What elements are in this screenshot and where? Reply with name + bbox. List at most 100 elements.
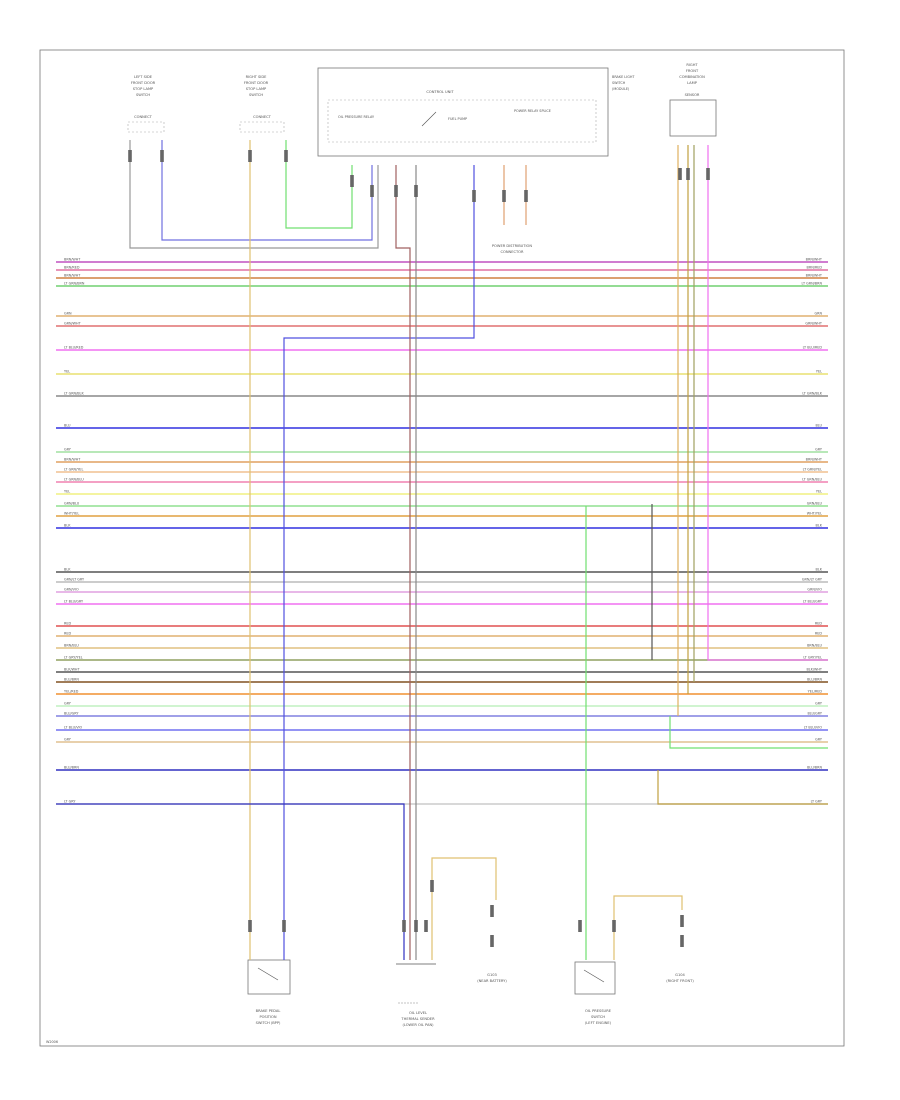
connector-pin [160,150,164,162]
page-mark: W2006 [46,1040,58,1044]
harness-row: GRN/WHT GRN/WHT [56,321,828,327]
wire-label-right: BLU/GRY [807,711,822,715]
wire-label-left: RED [64,621,71,625]
wire-label-left: GRY [64,701,72,705]
connector-pin [706,168,710,180]
ground-2-component: G104 (RIGHT FRONT) [666,973,694,983]
wire-label-left: LT GRN/YEL [64,467,83,471]
oil-pressure-label-2: SWITCH [591,1015,605,1019]
wire-label-left: BLK [64,523,71,527]
rf-door-sub: CONNECT [253,115,271,119]
vertical-wire [129,140,379,249]
wire-label-right: YEL [816,369,822,373]
rf-door-label-3: STOP LAMP [246,87,267,91]
connector-pin [524,190,528,202]
connector-pin [370,185,374,197]
wire-label-right: BRN/WHT [806,457,823,461]
harness-row: GRY GRY [56,701,828,707]
connector-pin [414,185,418,197]
oil-level-sender-component: OIL LEVEL THERMAL SENDER (LOWER OIL PAN) [396,963,436,1027]
harness-row: BLK/WHT BLK/WHT [56,667,828,673]
control-unit-inner [327,99,597,143]
oil-level-label-1: OIL LEVEL [409,1011,427,1015]
harness-row: LT GRN/BLK LT GRN/BLK [56,391,828,397]
oil-pressure-switch-component: OIL PRESSURE SWITCH (LEFT ENGINE) [574,961,616,1025]
wire-label-right: GRY [815,701,823,705]
wire-label-right: BRN/BLU [807,643,822,647]
lf-door-sub: CONNECT [134,115,152,119]
brake-pedal-label-1: BRAKE PEDAL [256,1009,281,1013]
wire-label-right: LT BLU/VIO [804,725,823,729]
wire-label-left: GRN/WHT [64,321,82,325]
rf-door-label-2: FRONT DOOR [244,81,269,85]
connector-pin [248,920,252,932]
r-combo-label-3: COMBINATION [679,75,705,79]
ground-1-label-1: G103 [487,973,497,977]
oil-pressure-outline [574,961,616,995]
brake-pedal-label-2: POSITION [259,1015,276,1019]
r-combo-label-4: LAMP [687,81,698,85]
wire-label-left: BRN/WHT [64,457,81,461]
wire-label-left: BLK [64,567,71,571]
wire-label-left: RED [64,631,71,635]
rf-door-connector [239,121,285,133]
wire-label-left: BRN/WHT [64,273,81,277]
r-combo-label-2: FRONT [686,69,699,73]
lf-door-connector [127,121,165,133]
wire-label-right: YEL/RED [808,689,823,693]
wire-label-right: BRN/WHT [806,273,823,277]
connector-pin [680,935,684,947]
connector-pin [414,920,418,932]
r-combo-label-1: RIGHT [686,63,698,67]
wire-label-left: BRN/WHT [64,257,81,261]
wire-label-right: BRN/WHT [806,257,823,261]
brake-switch-label-1: BRAKE LIGHT [612,75,635,79]
wire-label-left: GRY [64,737,72,741]
connector-pin [248,150,252,162]
connector-pin [430,880,434,892]
wire-label-right: LT GRN/BLU [802,477,822,481]
wire-label-left: GRN/BLU [64,501,80,505]
diagram-frame [39,49,845,1047]
oil-pressure-label-1: OIL PRESSURE [585,1009,612,1013]
wire-label-left: LT GRY/YEL [64,655,83,659]
connector-pins [128,150,710,947]
wire-label-left: LT BLU/VIO [64,725,83,729]
brake-switch-label-3: (MODULE) [612,87,630,91]
brake-pedal-label-3: SWITCH (BPP) [256,1021,281,1025]
wire-label-right: BLK/WHT [806,667,822,671]
wire-label-right: LT BLU/GRY [803,599,823,603]
ground-1-component: G103 (NEAR BATTERY) [477,973,507,983]
wire-label-right: GRN/WHT [805,321,823,325]
vertical-wire [161,140,373,241]
wire-label-right: LT GRN/BLK [802,391,822,395]
power-dist-component: POWER DISTRIBUTION CONNECTOR [492,244,532,254]
vertical-wire [707,145,828,661]
brake-switch-component: BRAKE LIGHT SWITCH (MODULE) [612,75,635,91]
vertical-wires [56,140,828,960]
oil-pressure-label-3: (LEFT ENGINE) [585,1021,612,1025]
power-dist-label-1: POWER DISTRIBUTION [492,244,532,248]
wire-label-left: LT GRN/BLK [64,391,84,395]
wire-label-right: LT GRN/BRN [802,281,823,285]
control-unit-item-3: POWER RELAY SPLICE [514,109,551,113]
wire-label-left: BLK/WHT [64,667,80,671]
wire-label-right: LT BLU/RED [803,345,823,349]
wire-label-right: GRN/VIO [807,587,822,591]
power-dist-label-2: CONNECTOR [500,250,524,254]
oil-level-label-2: THERMAL SENDER [400,1017,435,1021]
vertical-wire [613,895,683,960]
connector-pin [612,920,616,932]
